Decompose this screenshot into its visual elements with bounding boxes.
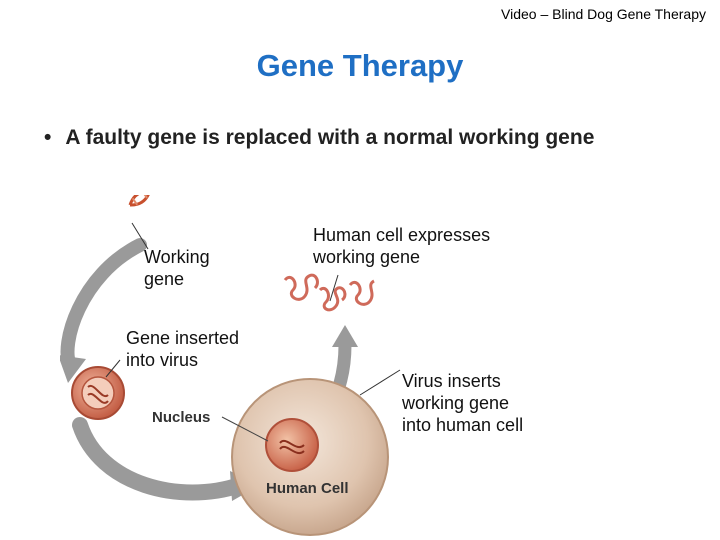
virus-inserts-pointer xyxy=(359,369,401,396)
gene-inserted-label: Gene inserted into virus xyxy=(126,328,240,370)
gene-inserted-pointer xyxy=(105,359,121,378)
bullet-text: A faulty gene is replaced with a normal … xyxy=(65,126,595,149)
gene-therapy-diagram: Nucleus Human Cell xyxy=(60,195,401,536)
nucleus-label: Nucleus xyxy=(152,409,210,426)
bullet-item: • A faulty gene is replaced with a normal… xyxy=(44,126,594,150)
cycle-arrow-left xyxy=(60,238,260,501)
expresses-pointer xyxy=(329,274,339,302)
virus-icon xyxy=(71,366,125,420)
protein-icon xyxy=(283,273,375,312)
human-cell-icon xyxy=(231,378,389,536)
human-cell-expresses-label: Human cell expresses working gene xyxy=(313,225,491,267)
nucleus-pointer xyxy=(221,416,269,442)
slide-title: Gene Therapy xyxy=(256,48,464,83)
bullet-dot-icon: • xyxy=(44,126,52,149)
virus-inserts-label: Virus inserts working gene into human ce… xyxy=(402,371,524,435)
human-cell-label: Human Cell xyxy=(266,480,349,497)
dna-helix-icon xyxy=(128,195,191,207)
header-note: Video – Blind Dog Gene Therapy xyxy=(501,6,706,22)
working-gene-pointer xyxy=(131,222,149,250)
working-gene-label: Working gene xyxy=(144,247,210,289)
